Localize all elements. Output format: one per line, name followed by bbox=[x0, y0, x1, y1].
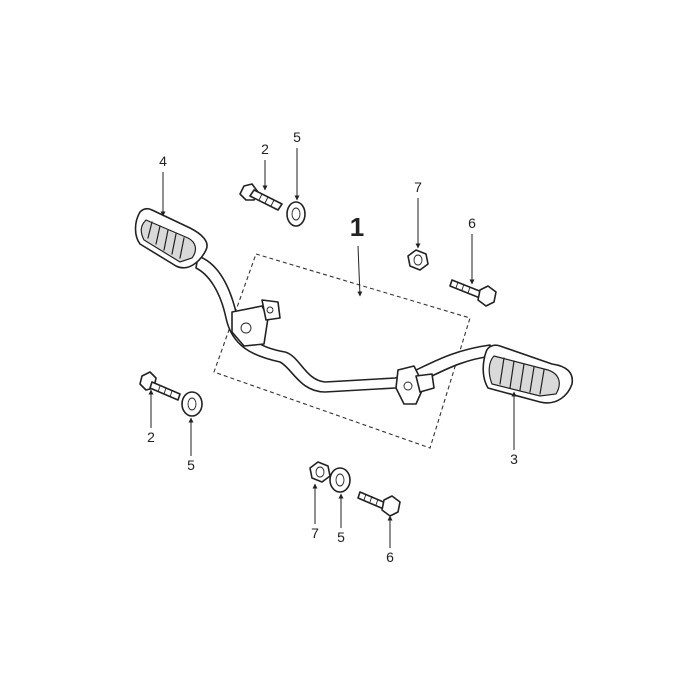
callout-assembly: 1 bbox=[350, 212, 364, 242]
washer-top-left bbox=[286, 201, 306, 227]
bolt-top-right bbox=[449, 279, 497, 307]
callout-footpeg-left: 4 bbox=[159, 153, 167, 169]
assembly-dashed-outline bbox=[213, 253, 471, 449]
washer-bottom bbox=[329, 467, 351, 493]
callout-nut-top-right: 7 bbox=[414, 179, 422, 195]
leader-lines bbox=[148, 148, 517, 548]
washer-bottom-left bbox=[181, 391, 203, 417]
right-footpeg-rubber bbox=[482, 344, 574, 404]
callout-bolt-bottom-left: 2 bbox=[147, 429, 155, 445]
callout-washer-bottom-left: 5 bbox=[187, 457, 195, 473]
left-footpeg-rubber bbox=[134, 207, 208, 269]
bolt-bottom-left bbox=[139, 371, 181, 401]
callout-nut-bottom: 7 bbox=[311, 525, 319, 541]
callout-bolt-bottom: 6 bbox=[386, 549, 394, 565]
footpeg-bar-assembly bbox=[195, 255, 493, 405]
bolt-top-left bbox=[239, 183, 283, 211]
nut-top-right bbox=[407, 249, 429, 271]
callout-bolt-top-right: 6 bbox=[468, 215, 476, 231]
nut-bottom bbox=[309, 461, 331, 483]
callout-footpeg-right: 3 bbox=[510, 451, 518, 467]
bolt-bottom bbox=[357, 491, 401, 517]
callout-washer-top-left: 5 bbox=[293, 129, 301, 145]
callout-bolt-top-left: 2 bbox=[261, 141, 269, 157]
callout-washer-bottom: 5 bbox=[337, 529, 345, 545]
